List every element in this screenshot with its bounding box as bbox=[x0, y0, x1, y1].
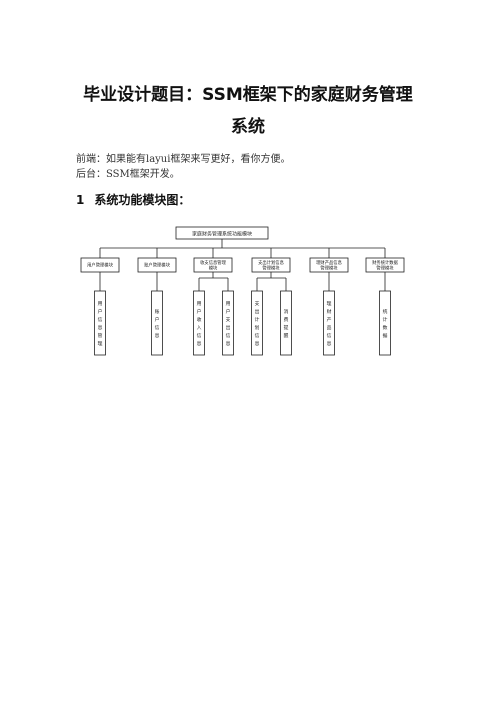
child-label-char: 计 bbox=[255, 316, 260, 323]
module-label: 理财产品信息 bbox=[316, 259, 342, 266]
child-label-char: 入 bbox=[197, 325, 202, 331]
child-label-char: 计 bbox=[383, 316, 388, 323]
front-end-note: 前端：如果能有layui框架来写更好，看你方便。 bbox=[76, 154, 291, 165]
child-label-char: 信 bbox=[327, 332, 332, 339]
child-label-char: 户 bbox=[226, 308, 231, 315]
child-label-char: 息 bbox=[226, 340, 231, 347]
child-box bbox=[193, 290, 205, 356]
child-label-char: 支 bbox=[255, 300, 260, 307]
child-label-char: 信 bbox=[226, 332, 231, 339]
child-label-char: 数 bbox=[383, 324, 388, 331]
child-label-char: 用 bbox=[197, 301, 202, 307]
module-label: 模块 bbox=[209, 265, 218, 272]
child-label-char: 财 bbox=[327, 308, 332, 315]
root-node-label: 家庭财务管理系统功能模块 bbox=[192, 231, 252, 238]
child-label-char: 消 bbox=[284, 308, 289, 315]
child-label-char: 户 bbox=[197, 308, 202, 315]
child-label-char: 信 bbox=[197, 332, 202, 339]
module-label: 财务统计数据 bbox=[372, 259, 398, 266]
document-title-line2: 系统 bbox=[231, 117, 265, 137]
child-label-char: 收 bbox=[197, 316, 202, 323]
child-box bbox=[323, 290, 335, 356]
child-box bbox=[379, 290, 391, 356]
child-box bbox=[251, 290, 263, 356]
child-label-char: 据 bbox=[383, 332, 388, 339]
child-label-char: 出 bbox=[226, 324, 231, 331]
child-label-char: 息 bbox=[255, 340, 260, 347]
child-label-char: 息 bbox=[197, 340, 202, 347]
child-label-char: 醒 bbox=[284, 333, 289, 339]
child-label-char: 信 bbox=[255, 332, 260, 339]
module-label: 管理模块 bbox=[320, 265, 338, 272]
child-box bbox=[94, 290, 106, 356]
child-label-char: 用 bbox=[98, 301, 103, 307]
child-label-char: 用 bbox=[226, 301, 231, 307]
section-label: 系统功能模块图： bbox=[94, 193, 191, 207]
child-label-char: 产 bbox=[327, 316, 332, 323]
module-label: 管理模块 bbox=[262, 265, 280, 272]
child-label-char: 统 bbox=[383, 308, 388, 315]
child-label-char: 支 bbox=[226, 316, 231, 323]
section-heading: 1 系统功能模块图： bbox=[76, 191, 190, 208]
module-label: 管理模块 bbox=[376, 265, 394, 272]
child-label-char: 理 bbox=[98, 341, 103, 347]
module-label: 收支信息管理 bbox=[200, 259, 226, 266]
child-label-char: 信 bbox=[155, 324, 160, 331]
module-label: 用户管理模块 bbox=[87, 262, 113, 269]
child-label-char: 信 bbox=[98, 316, 103, 323]
child-label-char: 户 bbox=[155, 316, 160, 323]
child-label-char: 提 bbox=[284, 324, 289, 331]
child-label-char: 划 bbox=[255, 324, 260, 331]
child-label-char: 费 bbox=[284, 316, 289, 323]
child-box bbox=[222, 290, 234, 356]
child-label-char: 息 bbox=[98, 324, 103, 331]
child-label-char: 息 bbox=[327, 340, 332, 347]
child-label-char: 账 bbox=[155, 308, 160, 315]
child-box bbox=[151, 290, 163, 356]
child-label-char: 息 bbox=[155, 332, 160, 339]
child-label-char: 出 bbox=[255, 308, 260, 315]
back-end-note: 后台：SSM框架开发。 bbox=[76, 169, 180, 180]
child-label-char: 理 bbox=[327, 301, 332, 307]
module-label: 支出计划信息 bbox=[258, 259, 284, 266]
document-title-line1: 毕业设计题目：SSM框架下的家庭财务管理 bbox=[83, 85, 413, 105]
child-label-char: 管 bbox=[98, 332, 103, 339]
child-box bbox=[280, 290, 292, 356]
child-label-char: 户 bbox=[98, 308, 103, 315]
child-label-char: 品 bbox=[327, 325, 332, 331]
module-label: 账户管理模块 bbox=[144, 262, 170, 269]
section-number: 1 bbox=[76, 193, 85, 207]
